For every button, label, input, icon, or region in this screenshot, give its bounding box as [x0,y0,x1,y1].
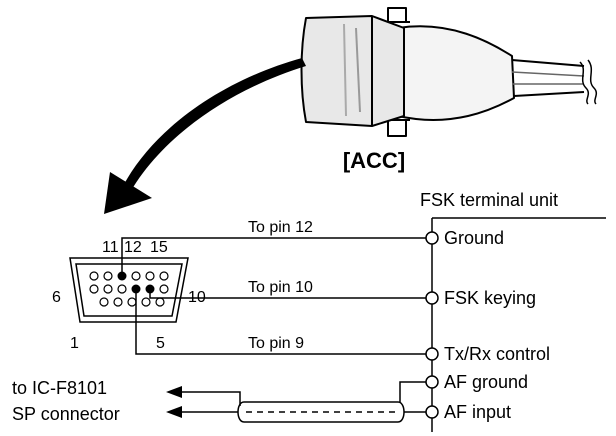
wires [121,237,426,413]
wire-fsk-keying [149,289,426,299]
terminal-ground-circle [425,231,439,245]
terminal-label-ground: Ground [444,228,504,248]
pin-number-15: 15 [150,239,168,256]
output-label-line1: to IC-F8101 [12,378,107,398]
wire-txrx-control [135,289,426,355]
terminal-label-txrx-control: Tx/Rx control [444,344,550,364]
arrow-left-upper-icon [166,386,182,398]
db15-connector-face [69,257,189,323]
pin-number-11: 11 [102,239,119,256]
terminal-af-input-circle [425,405,439,419]
wire-ground [121,237,426,276]
wire-label-pin10: To pin 10 [248,279,313,296]
terminal-label-af-ground: AF ground [444,372,528,392]
output-label-line2: SP connector [12,404,120,424]
terminal-unit-title: FSK terminal unit [420,190,558,210]
pin-number-12: 12 [124,239,142,256]
acc-plug-illustration [300,7,598,137]
connector-name-label: [ACC] [343,148,405,173]
terminal-label-af-input: AF input [444,402,511,422]
pin-number-1: 1 [70,335,79,352]
wire-af-ground [399,381,426,402]
arrow-left-lower-icon [166,406,182,418]
terminal-fsk-keying-circle [425,291,439,305]
terminal-txrx-control-circle [425,347,439,361]
curved-arrow-icon [104,58,306,214]
shielded-cable [180,391,405,423]
wire-label-pin9: To pin 9 [248,335,304,352]
terminal-unit-box [431,217,606,432]
terminal-label-fsk-keying: FSK keying [444,288,536,308]
pin-number-5: 5 [156,335,165,352]
wire-label-pin12: To pin 12 [248,219,313,236]
pin-number-6: 6 [52,289,61,306]
terminal-af-ground-circle [425,375,439,389]
